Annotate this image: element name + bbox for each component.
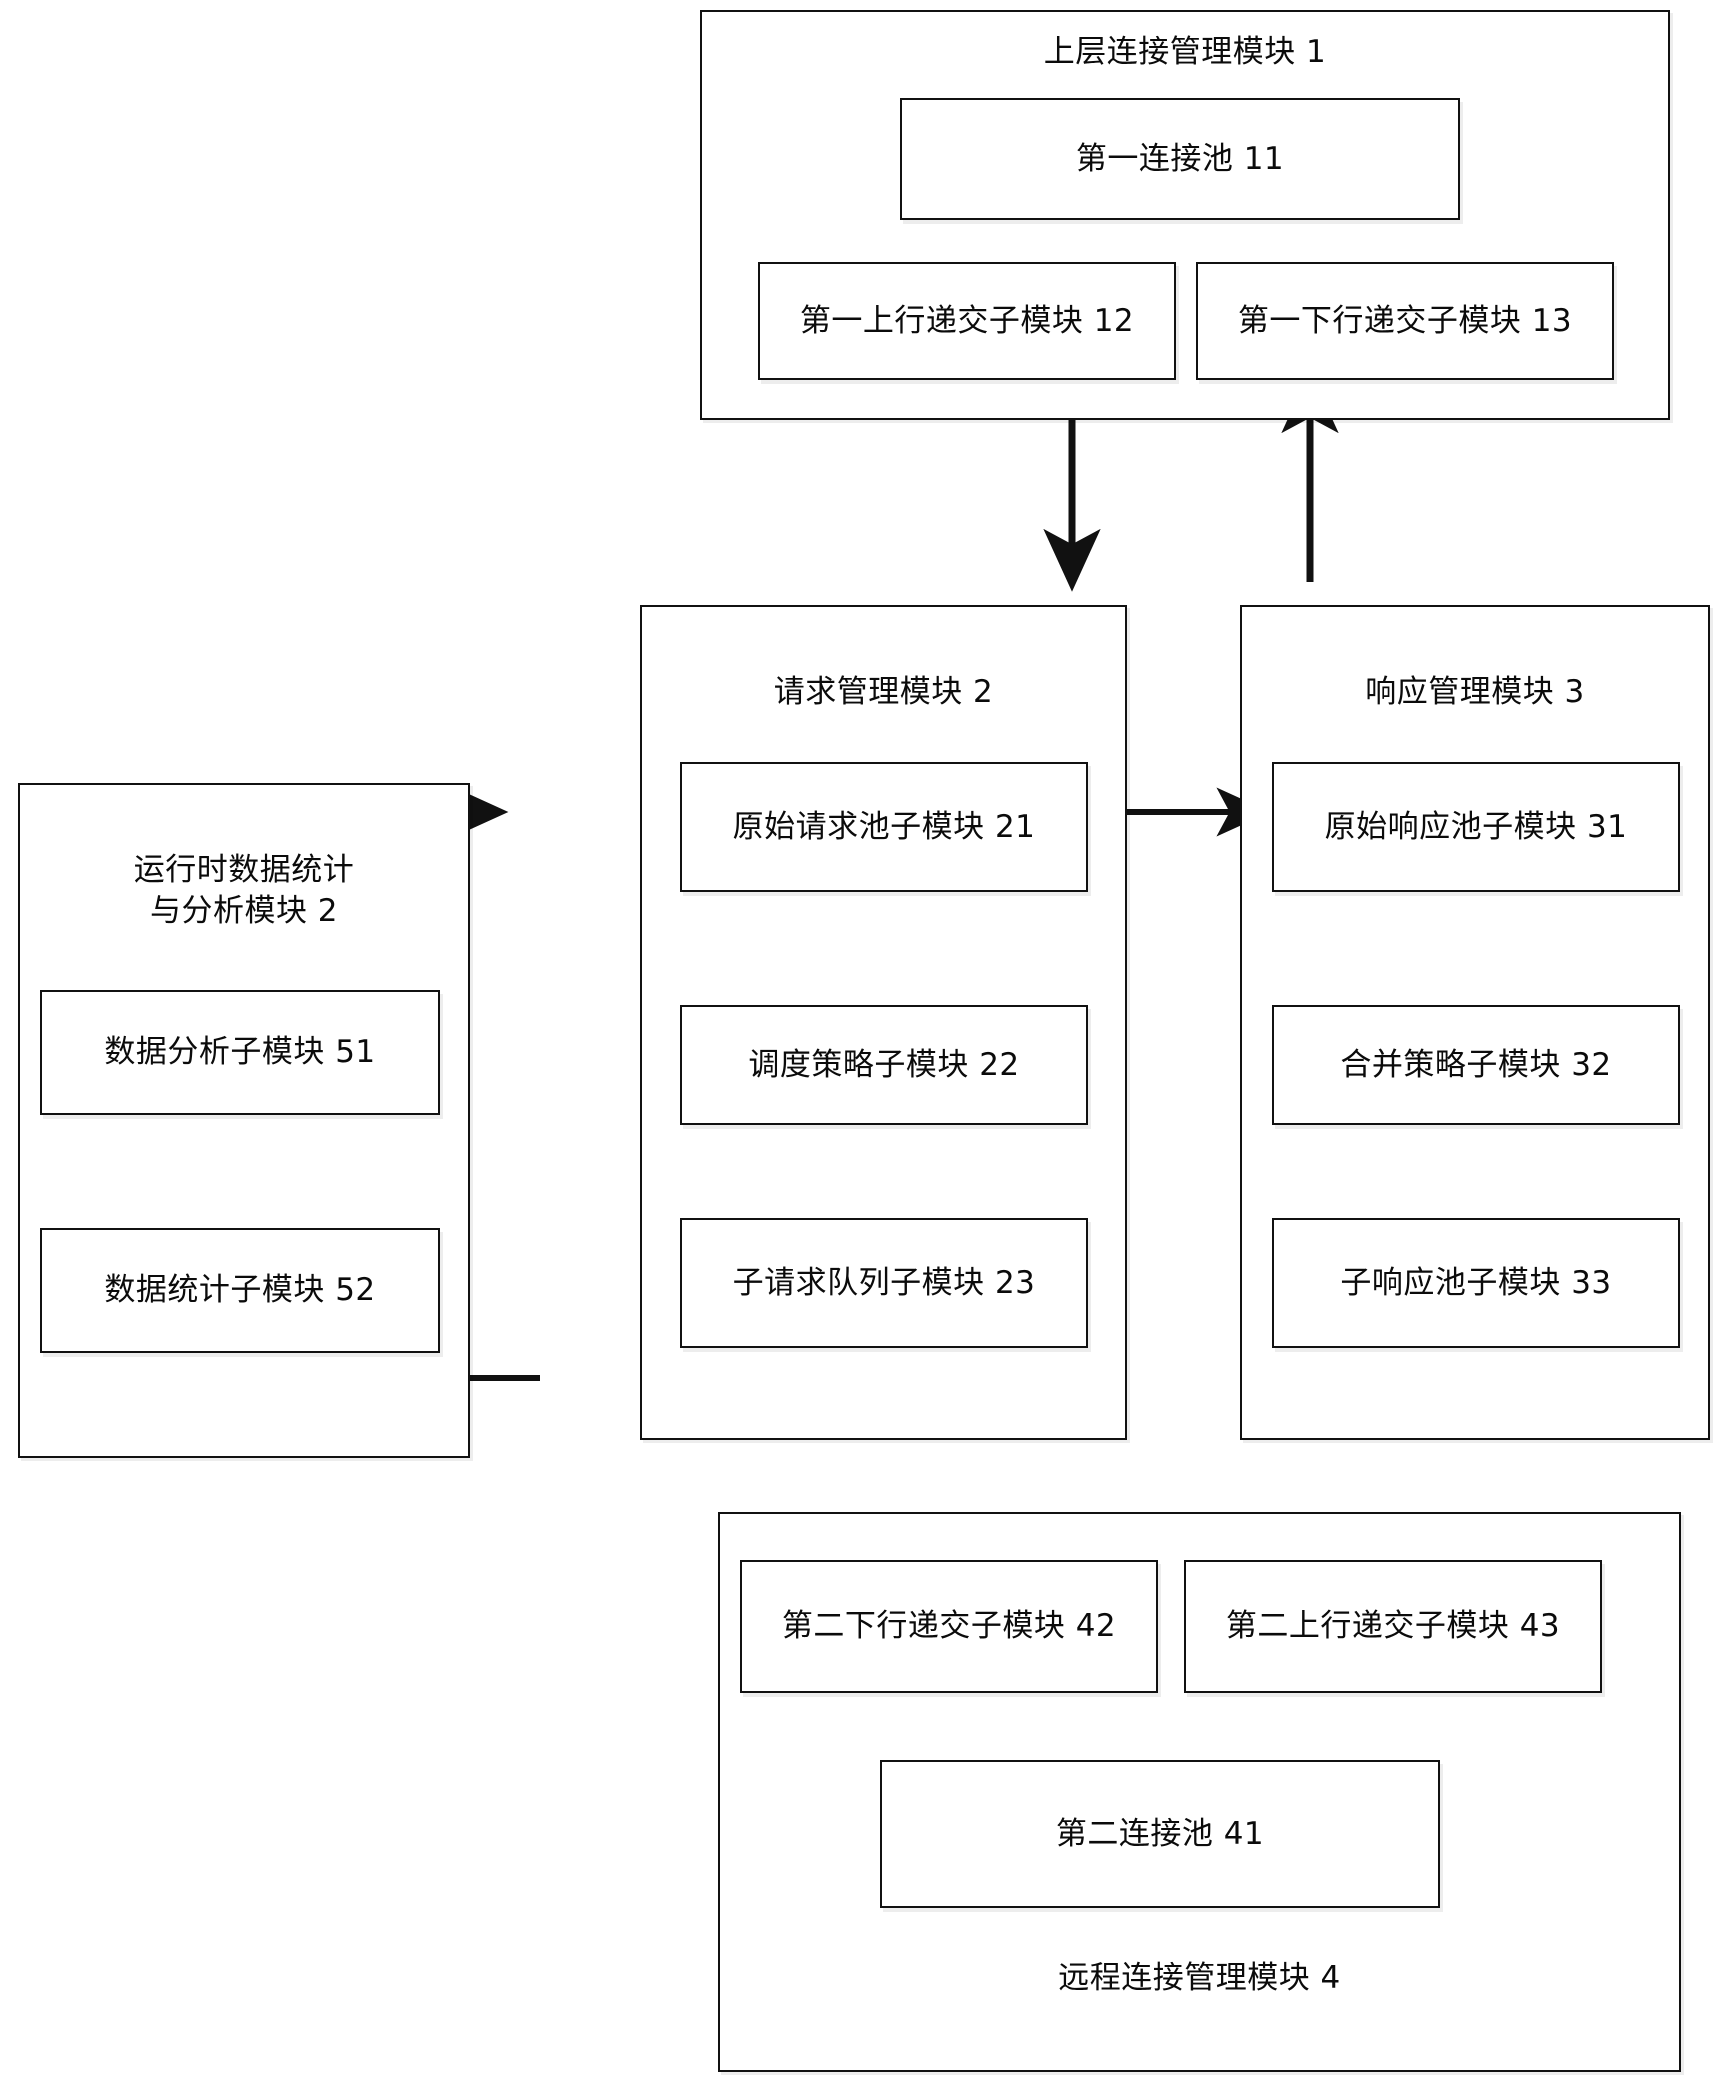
submodule-sub-request-queue-23[interactable]: 子请求队列子模块 23 [680, 1218, 1088, 1348]
submodule-data-analysis-51-label: 数据分析子模块 51 [104, 1034, 376, 1071]
submodule-first-connection-pool-11-label: 第一连接池 11 [1075, 140, 1285, 177]
submodule-second-connection-pool-41[interactable]: 第二连接池 41 [880, 1760, 1440, 1908]
submodule-second-uplink-deliver-43-label: 第二上行递交子模块 43 [1225, 1608, 1561, 1645]
runtime-title-line-2: 与分析模块 2 [149, 892, 339, 929]
submodule-sub-response-pool-33[interactable]: 子响应池子模块 33 [1272, 1218, 1680, 1348]
submodule-origin-request-pool-21-label: 原始请求池子模块 21 [732, 808, 1036, 845]
runtime-title-line-1: 运行时数据统计 [133, 852, 355, 888]
submodule-second-connection-pool-41-label: 第二连接池 41 [1055, 1815, 1265, 1852]
submodule-first-downlink-deliver-13-label: 第一下行递交子模块 13 [1237, 302, 1573, 339]
module-remote-connection-management-title: 远程连接管理模块 4 [1058, 1960, 1341, 1996]
submodule-merge-policy-32-label: 合并策略子模块 32 [1340, 1046, 1612, 1083]
submodule-data-statistics-52[interactable]: 数据统计子模块 52 [40, 1228, 440, 1353]
submodule-schedule-policy-22-label: 调度策略子模块 22 [748, 1046, 1020, 1083]
submodule-sub-request-queue-23-label: 子请求队列子模块 23 [732, 1264, 1036, 1301]
module-upper-connection-title: 上层连接管理模块 1 [1043, 34, 1327, 70]
submodule-first-uplink-deliver-12-label: 第一上行递交子模块 12 [799, 302, 1135, 339]
module-request-management-title: 请求管理模块 2 [773, 674, 994, 710]
submodule-origin-response-pool-31[interactable]: 原始响应池子模块 31 [1272, 762, 1680, 892]
submodule-origin-request-pool-21[interactable]: 原始请求池子模块 21 [680, 762, 1088, 892]
submodule-second-uplink-deliver-43[interactable]: 第二上行递交子模块 43 [1184, 1560, 1602, 1693]
submodule-first-uplink-deliver-12[interactable]: 第一上行递交子模块 12 [758, 262, 1176, 380]
submodule-first-connection-pool-11[interactable]: 第一连接池 11 [900, 98, 1460, 220]
submodule-data-statistics-52-label: 数据统计子模块 52 [104, 1272, 376, 1309]
submodule-second-downlink-deliver-42[interactable]: 第二下行递交子模块 42 [740, 1560, 1158, 1693]
submodule-schedule-policy-22[interactable]: 调度策略子模块 22 [680, 1005, 1088, 1125]
submodule-first-downlink-deliver-13[interactable]: 第一下行递交子模块 13 [1196, 262, 1614, 380]
submodule-sub-response-pool-33-label: 子响应池子模块 33 [1340, 1264, 1612, 1301]
submodule-origin-response-pool-31-label: 原始响应池子模块 31 [1324, 808, 1628, 845]
submodule-second-downlink-deliver-42-label: 第二下行递交子模块 42 [781, 1608, 1117, 1645]
submodule-data-analysis-51[interactable]: 数据分析子模块 51 [40, 990, 440, 1115]
module-runtime-data-statistics-analysis-title: 运行时数据统计 与分析模块 2 [18, 850, 470, 932]
submodule-merge-policy-32[interactable]: 合并策略子模块 32 [1272, 1005, 1680, 1125]
module-response-management-title: 响应管理模块 3 [1365, 674, 1585, 710]
